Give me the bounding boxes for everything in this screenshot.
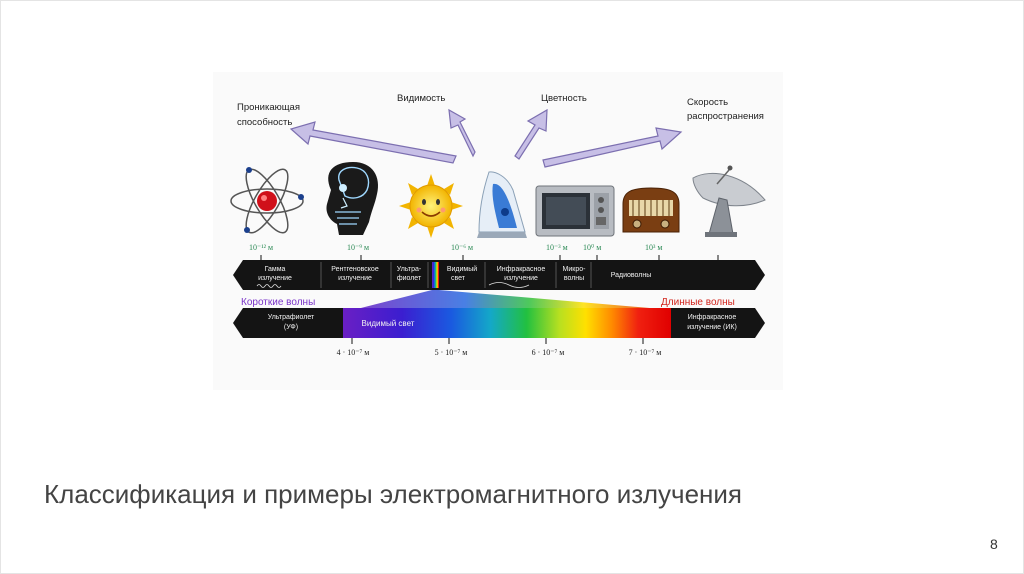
band-uv-line1: Ультра- [397, 266, 422, 273]
band-visible-line2: свет [451, 275, 466, 282]
xray-skull-icon [326, 162, 378, 235]
lower-uv-line2: (УФ) [284, 324, 298, 331]
band-visible-line1: Видимый [447, 265, 477, 273]
slide-title: Классификация и примеры электромагнитног… [44, 478, 764, 510]
band-micro-line2: волны [564, 275, 584, 282]
page-number: 8 [990, 536, 998, 552]
microwave-icon [536, 186, 614, 236]
propagation-speed-arrow [543, 128, 681, 167]
em-spectrum-figure: Проникающая способность Видимость Цветно… [213, 72, 783, 390]
band-uv-line2: фиолет [397, 275, 422, 282]
sun-icon [399, 174, 463, 238]
lower-ir-line1: Инфракрасное [688, 314, 737, 321]
band-micro-line1: Микро- [563, 266, 587, 273]
propagation-speed-label-line2: распространения [687, 111, 764, 122]
propagation-speed-label-line1: Скорость [687, 97, 728, 108]
wavelength-label-4: 10⁻³ м [546, 243, 568, 252]
iron-icon [477, 172, 527, 238]
color-arrow [515, 110, 547, 159]
band-xray-line2: излучение [338, 275, 372, 282]
band-radio: Радиоволны [611, 272, 652, 279]
short-waves-label: Короткие волны [241, 297, 315, 308]
penetrating-arrow [291, 122, 456, 163]
band-gamma-line2: излучение [258, 275, 292, 282]
lower-uv-line1: Ультрафиолет [268, 314, 315, 321]
atom-icon [231, 164, 304, 238]
wavelength-label-1: 10⁻¹² м [249, 243, 273, 252]
wavelength-label-6: 10³ м [645, 243, 662, 252]
wavelength-label-5: 10⁰ м [583, 243, 601, 252]
lower-ir-line2: излучение (ИК) [687, 324, 737, 331]
long-waves-label: Длинные волны [661, 297, 735, 308]
band-gamma-line1: Гамма [265, 266, 286, 273]
lower-tick-label-3: 6 · 10⁻⁷ м [532, 348, 565, 357]
radio-icon [623, 188, 679, 232]
visibility-label: Видимость [397, 93, 445, 104]
lower-tick-label-4: 7 · 10⁻⁷ м [629, 348, 662, 357]
band-xray-line1: Рентгеновское [331, 266, 379, 273]
wavelength-label-3: 10⁻⁶ м [451, 243, 473, 252]
visibility-arrow [449, 110, 475, 156]
color-label: Цветность [541, 93, 587, 104]
lower-tick-label-1: 4 · 10⁻⁷ м [337, 348, 370, 357]
penetrating-label-line2: способность [237, 117, 292, 128]
visible-expansion-fan [353, 290, 673, 310]
band-ir-line1: Инфракрасное [497, 266, 546, 273]
satellite-dish-icon [693, 166, 765, 238]
wavelength-label-2: 10⁻⁹ м [347, 243, 369, 252]
lower-tick-label-2: 5 · 10⁻⁷ м [435, 348, 468, 357]
lower-visible-label: Видимый свет [362, 319, 415, 328]
band-ir-line2: излучение [504, 275, 538, 282]
penetrating-label-line1: Проникающая [237, 102, 300, 113]
